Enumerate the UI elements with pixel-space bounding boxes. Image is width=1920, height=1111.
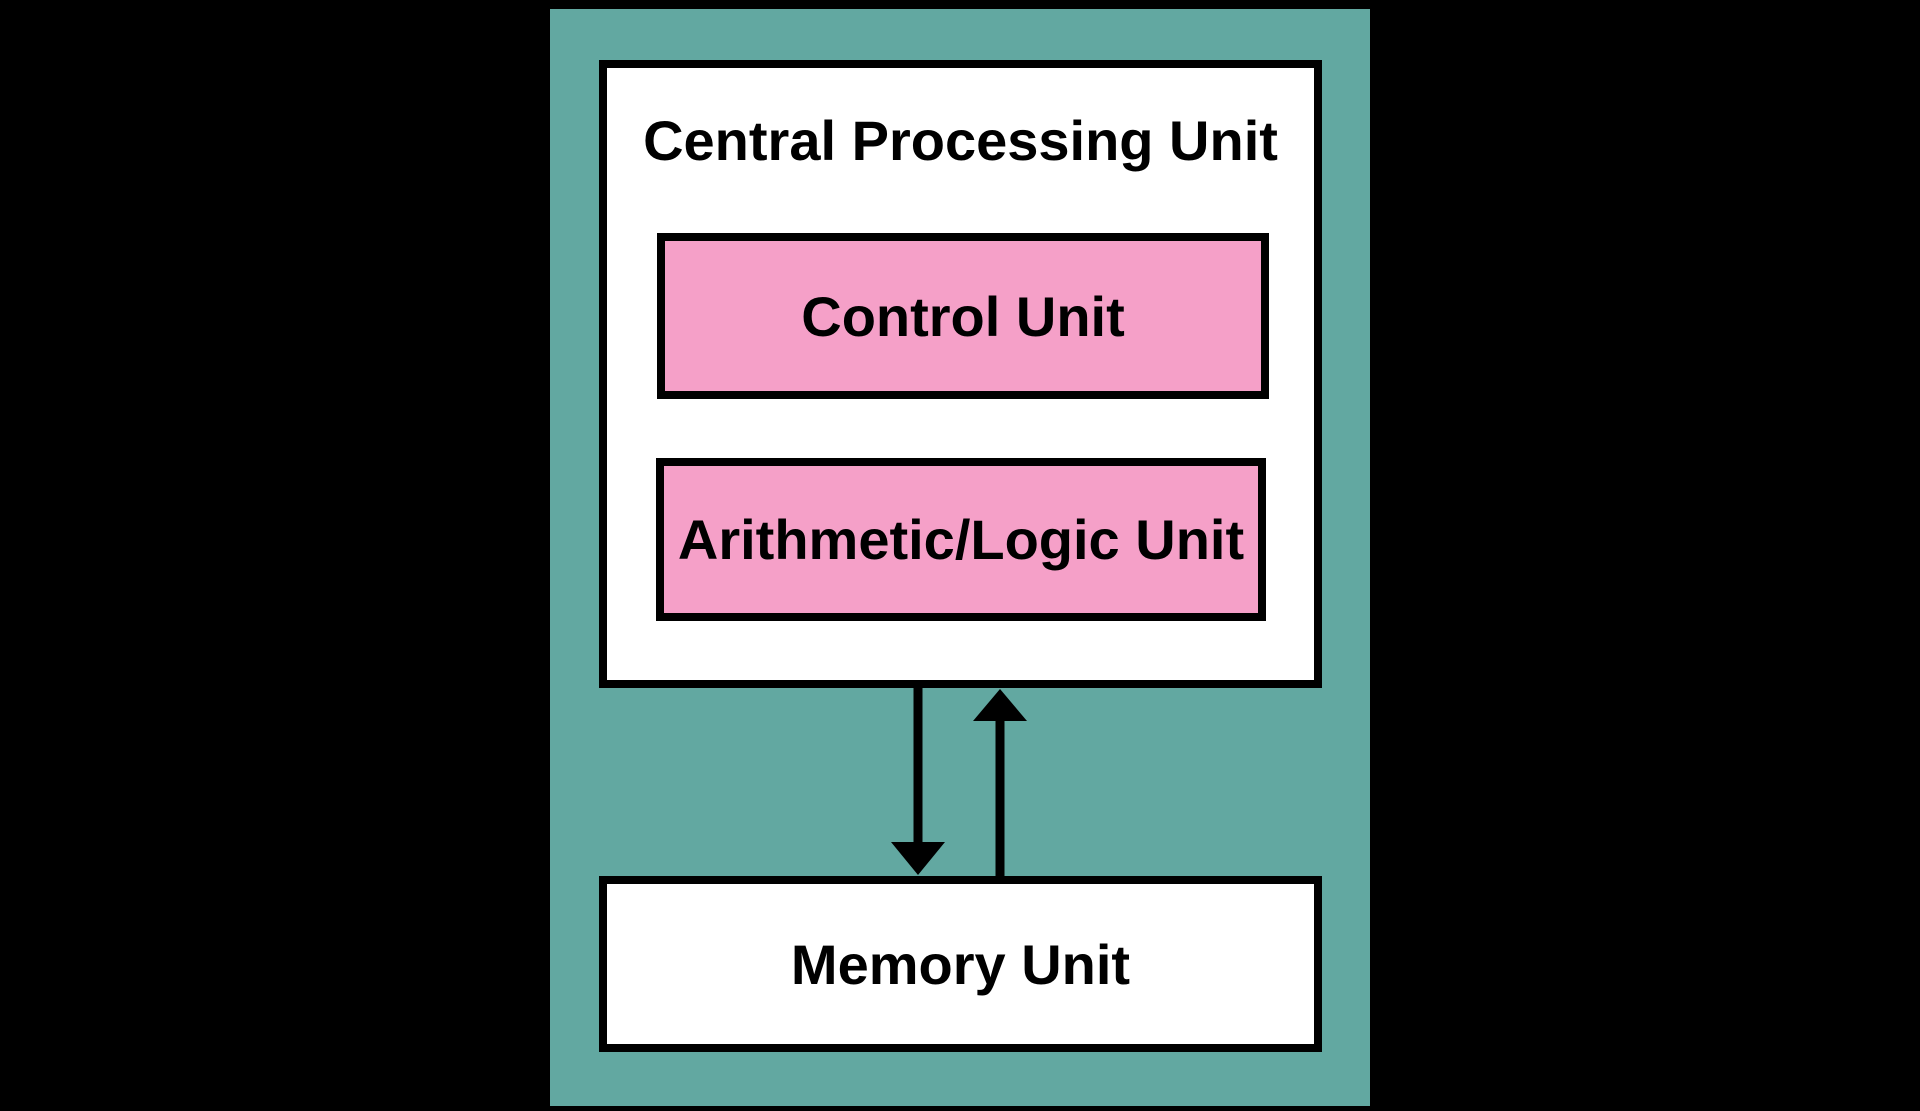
cpu-memory-arrows bbox=[891, 684, 1027, 880]
up-arrow-icon bbox=[973, 689, 1027, 880]
memory-unit-label: Memory Unit bbox=[790, 932, 1131, 996]
arithmetic-logic-unit-box: Arithmetic/Logic Unit bbox=[656, 458, 1266, 621]
cpu-title: Central Processing Unit bbox=[643, 109, 1278, 172]
control-unit-box: Control Unit bbox=[657, 233, 1269, 399]
control-unit-label: Control Unit bbox=[801, 284, 1125, 348]
memory-unit-box: Memory Unit bbox=[599, 876, 1322, 1052]
down-arrow-icon bbox=[891, 684, 945, 875]
arithmetic-logic-unit-label: Arithmetic/Logic Unit bbox=[677, 508, 1245, 571]
